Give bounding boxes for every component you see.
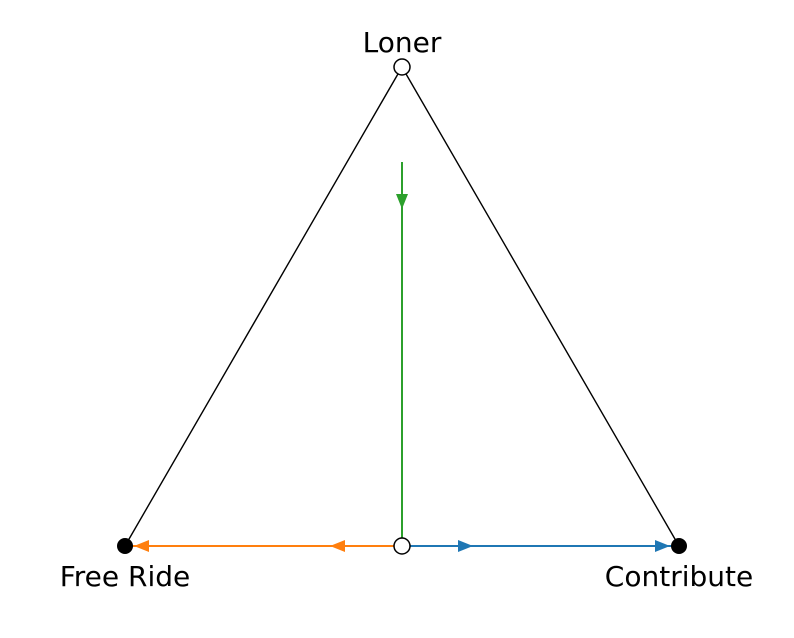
vertex-label-contribute: Contribute — [605, 560, 753, 593]
blue-arrowhead-end — [655, 540, 670, 552]
trajectory-from-loner-side — [396, 162, 408, 540]
fixed-point-contribute-stable — [671, 538, 687, 554]
fixed-point-free-ride-stable — [117, 538, 133, 554]
trajectory-toward-contribute — [402, 540, 671, 552]
orange-arrowhead-end — [134, 540, 149, 552]
orange-arrowhead-mid — [330, 540, 345, 552]
green-arrowhead — [396, 194, 408, 209]
edge-left — [124, 66, 403, 547]
fixed-point-bottom-midpoint-unstable — [393, 537, 411, 555]
vertex-label-free-ride: Free Ride — [60, 560, 191, 593]
edge-right — [401, 66, 680, 547]
vertex-label-loner: Loner — [363, 26, 442, 59]
trajectory-toward-free-ride — [133, 540, 402, 552]
blue-arrowhead-mid — [458, 540, 473, 552]
fixed-point-loner-unstable — [393, 58, 411, 76]
